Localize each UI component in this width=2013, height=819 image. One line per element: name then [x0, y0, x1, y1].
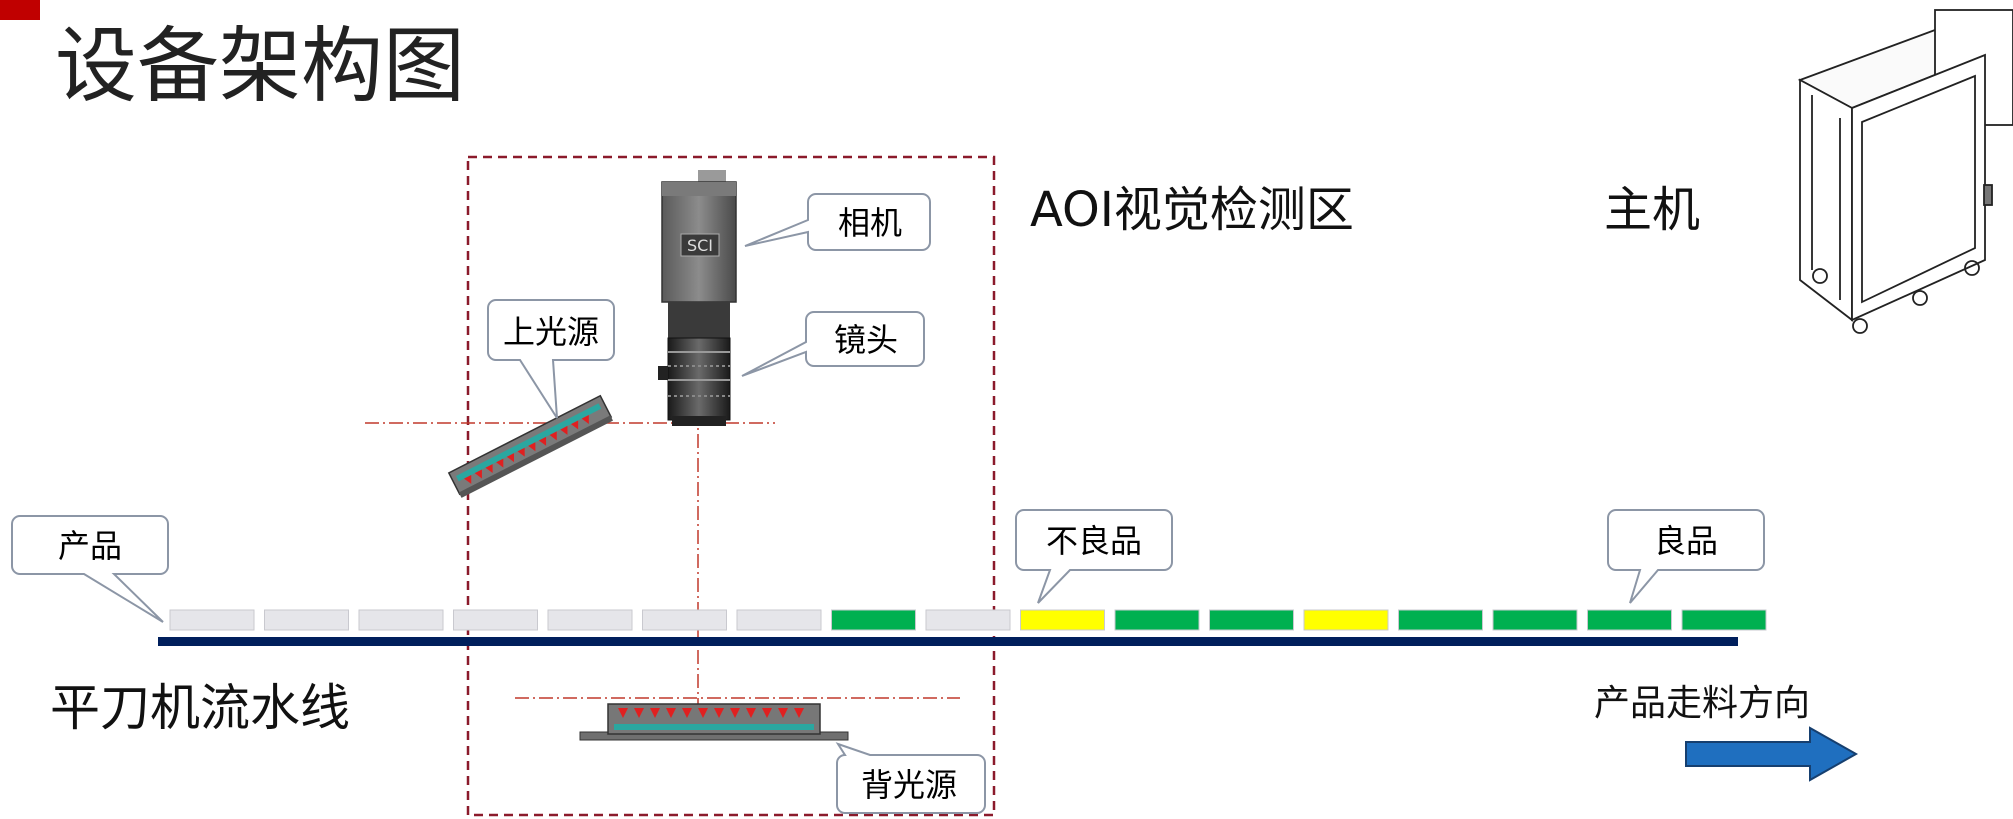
- product-item-good: [1209, 609, 1294, 631]
- product-item-unchecked: [169, 609, 255, 631]
- product-item-unchecked: [453, 609, 538, 631]
- product-item-good: [1492, 609, 1578, 631]
- direction-label: 产品走料方向: [1594, 683, 1811, 724]
- callout-product-text: 产品: [58, 527, 122, 565]
- host-label: 主机: [1604, 182, 1701, 238]
- back-light-source: [579, 703, 849, 741]
- product-item-unchecked: [264, 609, 349, 631]
- callout-top-light: 上光源: [487, 299, 615, 419]
- callout-back-light-text: 背光源: [861, 766, 957, 804]
- callout-defective-text: 不良品: [1046, 522, 1142, 560]
- aoi-zone-label: AOI视觉检测区: [1030, 182, 1354, 238]
- camera-device: SCI: [661, 170, 737, 338]
- callout-defective: 不良品: [1015, 509, 1173, 604]
- camera-brand-text: SCI: [687, 236, 713, 255]
- product-item-defective: [1020, 609, 1105, 631]
- callout-back-light: 背光源: [835, 742, 986, 814]
- lens-device: [658, 337, 731, 426]
- accent-corner-mark: [0, 0, 40, 20]
- product-item-good: [1681, 609, 1767, 631]
- product-item-good: [1587, 609, 1672, 631]
- host-cabinet: [1797, 9, 2013, 334]
- product-row: [169, 609, 1767, 631]
- callout-top-light-text: 上光源: [503, 313, 599, 351]
- product-item-good: [1114, 609, 1200, 631]
- product-item-unchecked: [642, 609, 727, 631]
- product-item-unchecked: [925, 609, 1011, 631]
- top-light-source: [447, 394, 613, 498]
- product-item-good: [1398, 609, 1483, 631]
- production-line-label: 平刀机流水线: [50, 679, 350, 737]
- callout-product: 产品: [11, 515, 169, 623]
- aoi-zone-border: [466, 155, 996, 817]
- callout-good-text: 良品: [1654, 522, 1718, 560]
- product-item-good: [831, 609, 916, 631]
- callout-camera-text: 相机: [838, 204, 902, 242]
- callout-lens-text: 镜头: [834, 321, 898, 359]
- callout-lens: 镜头: [741, 311, 925, 377]
- direction-arrow: [1685, 726, 1859, 782]
- product-item-unchecked: [547, 609, 633, 631]
- product-item-unchecked: [358, 609, 444, 631]
- callout-camera: 相机: [744, 193, 931, 251]
- callout-good: 良品: [1607, 509, 1765, 604]
- conveyor-line: [158, 637, 1738, 646]
- product-item-unchecked: [736, 609, 822, 631]
- product-item-defective: [1303, 609, 1389, 631]
- page-title: 设备架构图: [55, 19, 466, 114]
